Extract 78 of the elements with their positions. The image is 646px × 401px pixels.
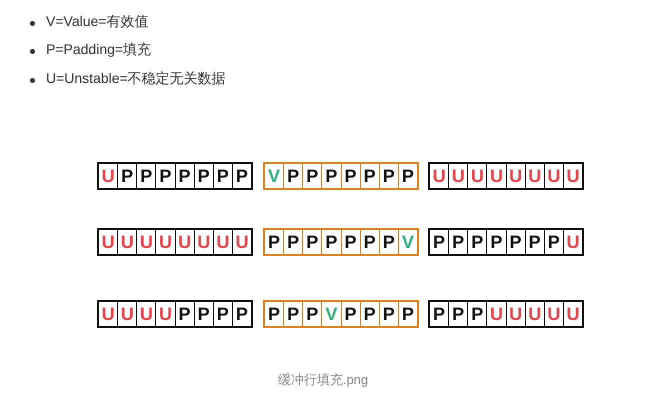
cell-letter: P [306,167,318,185]
cell-letter: P [178,167,191,185]
byte-cell [321,302,340,326]
cell-letter: P [268,233,280,251]
cell-letter: P [471,305,484,323]
cell-letter: P [325,167,338,185]
cell-letter: P [548,233,560,251]
cell-letter: P [382,167,395,185]
cell-letter: P [159,167,172,185]
cell-letter: P [216,167,229,185]
cell-letter: U [509,167,522,185]
cell-letter: U [158,305,172,323]
cell-letter: P [510,233,522,251]
cell-letter: U [490,167,503,185]
image-caption: 缓冲行填充.png [276,371,370,389]
legend-text: P=Padding=填充 [46,41,152,59]
cell-letter: U [566,233,580,251]
cell-letter: U [140,233,153,251]
cell-letter: P [471,233,484,251]
cell-letter: U [470,167,484,185]
cell-letter: P [287,233,300,251]
cell-letter: U [528,167,542,185]
cell-letter: P [287,305,300,323]
legend-text: U=Unstable=不稳定无关数据 [46,70,226,88]
cell-letter: U [509,305,522,323]
cell-letter: P [382,305,395,323]
cell-letter: P [140,167,152,185]
cell-letter: P [198,167,210,185]
cell-letter: U [102,305,115,323]
cell-letter: P [198,305,210,323]
cell-letter: V [402,233,414,251]
cell-letter: P [452,305,464,323]
cell-letter: P [236,167,248,185]
cell-letter: U [566,167,580,185]
cell-letter: U [120,233,134,251]
cell-letter: U [120,305,134,323]
cell-letter: U [432,167,446,185]
cell-letter: U [235,233,248,251]
cell-letter: P [344,167,357,185]
cell-letter: P [364,305,376,323]
cell-letter: V [325,305,338,323]
cell-letter: P [433,305,446,323]
cell-letter: P [268,305,280,323]
cell-letter: P [121,167,134,185]
cell-letter: U [178,233,192,251]
cell-letter: U [452,167,465,185]
cell-letter: P [236,305,248,323]
cell-letter: U [566,305,580,323]
cell-letter: U [102,167,115,185]
cell-letter: U [490,305,503,323]
byte-cell [398,230,417,254]
cell-letter: P [344,233,357,251]
cell-letter: P [306,305,318,323]
cell-letter: U [528,305,542,323]
cell-letter: P [382,233,395,251]
cell-letter: P [344,305,357,323]
cell-letter: U [102,233,115,251]
cell-letter: U [158,233,172,251]
cell-letter: P [364,167,376,185]
cell-letter: P [452,233,464,251]
cell-letter: P [528,233,541,251]
cell-letter: P [178,305,191,323]
cell-letter: U [197,233,210,251]
cell-letter: U [140,305,153,323]
cell-letter: P [287,167,300,185]
cell-letter: P [364,233,376,251]
cell-letter: P [433,233,446,251]
cell-letter: P [490,233,502,251]
cell-letter: V [268,167,280,185]
cell-letter: P [402,167,414,185]
cell-letter: P [402,305,414,323]
cell-letter: P [216,305,229,323]
cell-letter: U [547,167,560,185]
cell-letter: P [306,233,318,251]
legend-text: V=Value=有效值 [46,13,148,31]
cell-letter: P [325,233,338,251]
cell-letter: U [216,233,230,251]
cell-letter: U [547,305,560,323]
